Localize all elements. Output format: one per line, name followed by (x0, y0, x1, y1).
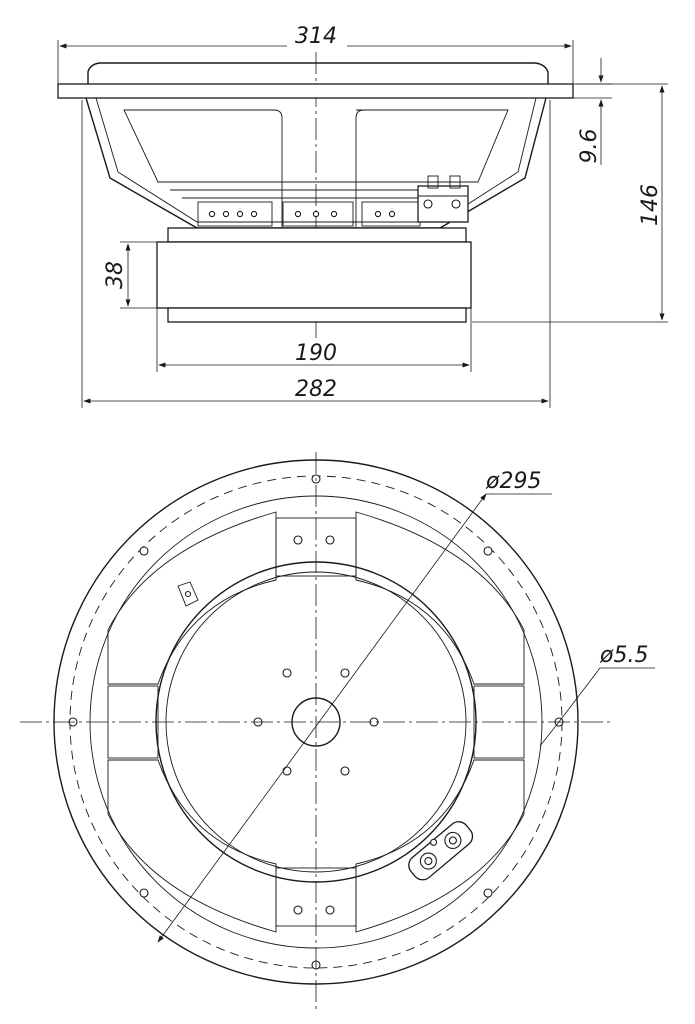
side-basket (85, 97, 547, 229)
dim-overall-width: 314 (57, 24, 574, 84)
dim-total-depth: 146 (472, 83, 668, 323)
bottom-view: ø295 ø5.5 (20, 452, 655, 1010)
dim-bolt-circle: ø295 (157, 469, 552, 943)
mount-hole (483, 888, 493, 898)
side-flange (57, 62, 574, 99)
side-terminal (417, 175, 469, 223)
dim-basket-diameter: 282 (81, 100, 551, 408)
side-vent-holes (197, 201, 421, 227)
dim-magnet-diameter: 190 (156, 308, 472, 372)
dim-magnet-height: 38 (103, 241, 157, 309)
dim-label-bolt-circle: ø295 (485, 469, 541, 494)
side-magnet (156, 227, 472, 323)
mount-hole (139, 546, 149, 556)
dim-label-146: 146 (638, 184, 663, 226)
dim-label-9-6: 9.6 (577, 129, 602, 164)
dim-label-314: 314 (295, 24, 337, 49)
dim-hole-diameter: ø5.5 (539, 643, 655, 747)
dim-label-38: 38 (103, 261, 128, 289)
mount-hole (483, 546, 493, 556)
dim-label-hole: ø5.5 (599, 643, 648, 668)
bottom-terminal (408, 821, 474, 881)
side-view: 314 9.6 146 38 (57, 24, 668, 408)
dim-label-282: 282 (295, 377, 337, 402)
mount-hole (139, 888, 149, 898)
dim-label-190: 190 (295, 341, 337, 366)
dim-flange-thickness: 9.6 (573, 58, 612, 165)
ground-tab (177, 581, 199, 607)
